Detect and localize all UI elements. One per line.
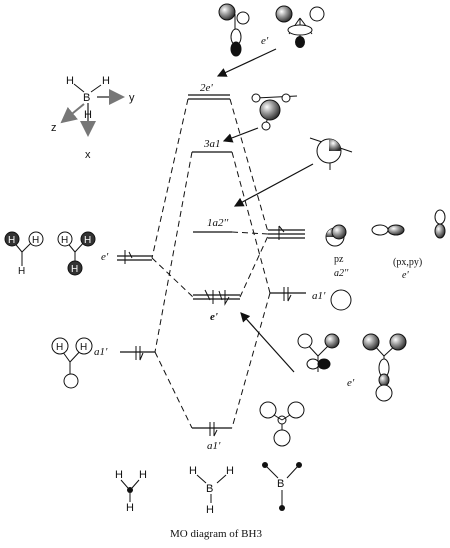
level-a1-prime-low: a1' [192, 422, 232, 452]
left-h-label-7: H [56, 342, 63, 353]
left-h-label-3: H [18, 266, 25, 277]
right-lower-e-prime-label: e' [347, 377, 355, 389]
level-1a2pp-label: 1a2'' [207, 217, 229, 229]
boron-orbitals: pz a2'' (px,py) e' a1' [268, 209, 446, 311]
a2-orbital-sketch [233, 137, 353, 207]
a1-combination-sketch [259, 401, 305, 447]
top-e-prime-orbitals: e' [216, 3, 325, 77]
axis-x-label: x [85, 149, 91, 161]
left-a1-prime-label: a1' [94, 346, 108, 358]
boron-a2pp-label: a2'' [334, 268, 349, 279]
left-ligand-orbitals: H H H H H H H H [4, 231, 96, 389]
left-ligand-levels: e' a1' [94, 250, 155, 361]
bh3-bonds-center: B [277, 478, 284, 490]
level-e-prime-occupied: e' [193, 289, 295, 373]
diagram-caption: MO diagram of BH3 [170, 528, 262, 540]
left-h-label-5: H [84, 235, 91, 246]
top-e-prime-label: e' [261, 35, 269, 47]
bh3-b-center: B [206, 483, 213, 495]
level-1a2pp: 1a2'' [193, 217, 232, 233]
a1-orbital-sketch [222, 93, 298, 143]
bh3-h2: H [139, 469, 147, 481]
boron-pxpy-label: (px,py) [393, 257, 422, 268]
bh3-b-h1: H [189, 465, 197, 477]
axis-h2-label: H [102, 75, 110, 87]
coordinate-axes: H H B H y z x [51, 75, 135, 161]
boron-a1-prime-label: a1' [312, 290, 326, 302]
level-2e-prime: 2e' [188, 82, 230, 100]
axis-z-label: z [51, 122, 57, 134]
boron-pz-label: pz [334, 254, 344, 265]
bh3-b-h2: H [226, 465, 234, 477]
axis-center-label: B [83, 92, 90, 104]
bh3-h3: H [126, 502, 134, 514]
correlation-lines [151, 98, 271, 429]
left-h-label-2: H [32, 235, 39, 246]
level-a1-prime-low-label: a1' [207, 440, 221, 452]
left-h-label-4: H [61, 235, 68, 246]
bh3-h1: H [115, 469, 123, 481]
axis-h3-label: H [84, 109, 92, 121]
right-lower-orbitals: e' [297, 333, 407, 402]
axis-y-label: y [129, 92, 135, 104]
left-h-label-6: H [71, 264, 78, 275]
level-3a1-label: 3a1 [203, 138, 221, 150]
axis-h1-label: H [66, 75, 74, 87]
bh3-b-h3: H [206, 504, 214, 516]
bottom-structures: H H H H H B H B [115, 462, 302, 516]
left-e-prime-label: e' [101, 251, 109, 263]
left-h-label-1: H [8, 235, 15, 246]
level-2e-prime-label: 2e' [200, 82, 213, 94]
level-e-prime-label: e' [210, 311, 218, 323]
level-3a1: 3a1 [192, 138, 232, 153]
boron-e-prime-label: e' [402, 270, 409, 281]
left-h-label-8: H [80, 342, 87, 353]
